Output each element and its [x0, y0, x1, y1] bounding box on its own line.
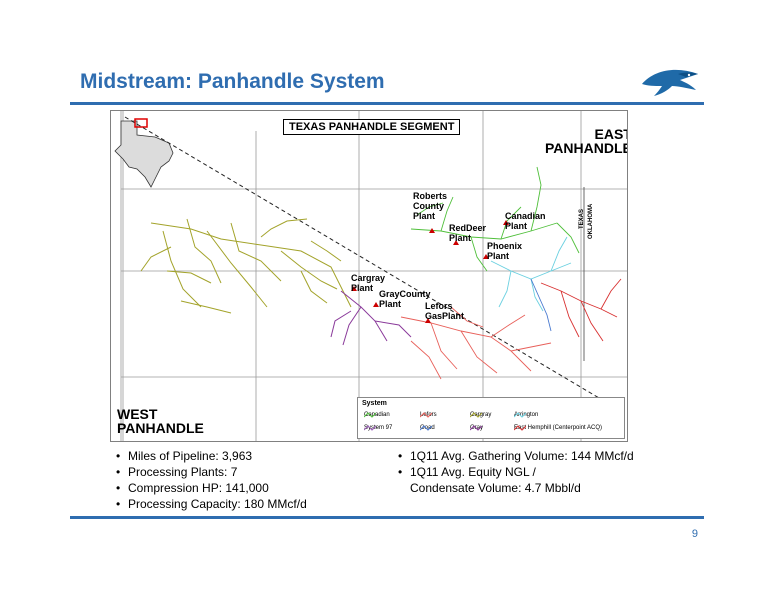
panhandle-map: TEXAS PANHANDLE SEGMENT EAST PANHANDLE W…: [110, 110, 628, 442]
plant-markers: [351, 220, 509, 323]
legend-swatch-icon: [420, 412, 432, 418]
legend-swatch-icon: [470, 412, 482, 418]
page-title: Midstream: Panhandle System: [80, 70, 385, 93]
west-panhandle-label: WEST PANHANDLE: [117, 406, 204, 436]
bullet-list-right: •1Q11 Avg. Gathering Volume: 144 MMcf/d …: [398, 448, 634, 496]
legend-item: Gray: [470, 425, 484, 431]
texas-inset-map: [114, 118, 174, 188]
legend-swatch-icon: [420, 425, 432, 431]
legend-swatch-icon: [364, 412, 376, 418]
map-drawing: [114, 111, 627, 441]
list-item: •1Q11 Avg. Equity NGL /: [398, 465, 536, 479]
footer-divider: [70, 516, 704, 519]
legend-item: Goad: [420, 425, 435, 431]
legend-swatch-icon: [514, 425, 526, 431]
state-label-oklahoma: OKLAHOMA: [588, 203, 594, 239]
list-item: •Miles of Pipeline: 3,963: [116, 449, 253, 463]
legend-item: System 97: [364, 425, 393, 431]
legend-swatch-icon: [364, 425, 376, 431]
legend-item: Canadian: [364, 412, 390, 418]
list-item: •Processing Capacity: 180 MMcf/d: [116, 497, 307, 511]
segment-title: TEXAS PANHANDLE SEGMENT: [283, 119, 461, 135]
legend-swatch-icon: [470, 425, 482, 431]
legend-item: Lefors: [420, 412, 437, 418]
list-item-continuation: Condensate Volume: 4.7 Mbbl/d: [410, 481, 581, 495]
state-label-texas: TEXAS: [579, 208, 585, 229]
list-item: •1Q11 Avg. Gathering Volume: 144 MMcf/d: [398, 449, 634, 463]
east-panhandle-label: EAST PANHANDLE: [545, 126, 628, 156]
list-item: •Processing Plants: 7: [116, 465, 238, 479]
title-divider: [70, 102, 704, 105]
page-number: 9: [691, 528, 698, 540]
bullet-list-left: •Miles of Pipeline: 3,963 •Processing Pl…: [116, 448, 307, 512]
system-legend: System Canadian Lefors Cargray Arrington…: [357, 397, 625, 439]
eagle-logo-icon: [642, 69, 698, 96]
legend-item: East Hemphill (Centerpoint ACQ): [514, 425, 603, 431]
legend-item: Cargray: [470, 412, 492, 418]
legend-item: Arrington: [514, 412, 539, 418]
legend-swatch-icon: [514, 412, 526, 418]
legend-title: System: [362, 400, 387, 407]
list-item: •Compression HP: 141,000: [116, 481, 269, 495]
